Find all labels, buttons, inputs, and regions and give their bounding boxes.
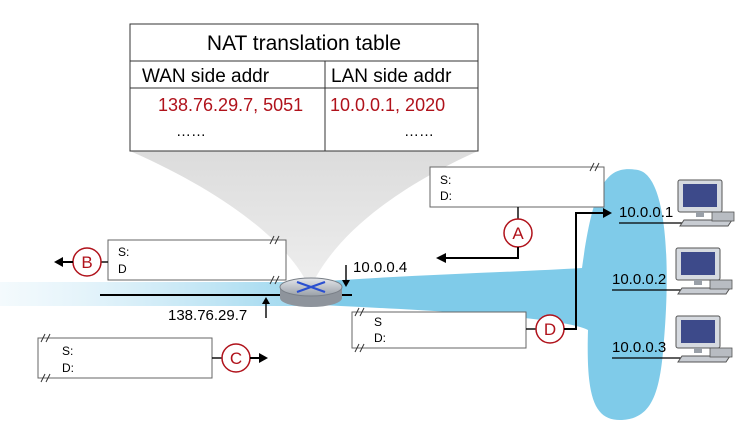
nat-row-wan-dots: ……: [176, 123, 206, 140]
nat-row-lan-dots: ……: [404, 123, 434, 140]
arrow-head-icon: [262, 297, 270, 304]
arrow-head-icon: [342, 280, 350, 287]
nat-router: [279, 277, 343, 307]
zoom-beam: [130, 151, 478, 287]
nat-col-wan-header: WAN side addr: [142, 66, 270, 87]
computer-icon: [677, 179, 735, 227]
nat-col-lan-header: LAN side addr: [331, 66, 452, 87]
datagram-b-label: B: [81, 253, 92, 272]
datagram-d-label: D: [544, 320, 556, 339]
host-1-ip: 10.0.0.1: [619, 204, 673, 221]
datagram-a-dst: D:: [440, 189, 452, 203]
router-lan-ip: 10.0.0.4: [353, 259, 407, 276]
computer-icon: [675, 315, 733, 363]
datagram-b-dst: D: [118, 262, 127, 276]
nat-translation-table: NAT translation table WAN side addr LAN …: [129, 23, 479, 152]
datagram-b-src: S:: [118, 245, 129, 259]
arrow-head-icon: [436, 253, 446, 263]
nat-row-lan-value: 10.0.0.1, 2020: [330, 95, 445, 115]
host-1: 10.0.0.1: [619, 179, 735, 227]
host-3-ip: 10.0.0.3: [612, 339, 666, 356]
datagram-d: S D: D: [351, 208, 612, 353]
host-2-ip: 10.0.0.2: [612, 271, 666, 288]
datagram-d-src: S: [374, 315, 382, 329]
datagram-d-dst: D:: [374, 331, 386, 345]
datagram-c-label: C: [230, 349, 242, 368]
arrow-head-icon: [603, 208, 612, 218]
host-3: 10.0.0.3: [612, 315, 733, 363]
datagram-c-src: S:: [62, 344, 73, 358]
datagram-c: S: D: C: [37, 333, 268, 383]
host-2: 10.0.0.2: [612, 247, 733, 295]
nat-row-wan-value: 138.76.29.7, 5051: [158, 95, 303, 115]
lan-network-cloud: [300, 169, 667, 421]
datagram-a-src: S:: [440, 173, 451, 187]
datagram-a-label: A: [512, 224, 524, 243]
arrow-head-icon: [259, 353, 268, 363]
datagram-b: S: D B: [54, 235, 287, 285]
computer-icon: [675, 247, 733, 295]
datagram-a: S: D: A: [429, 162, 605, 263]
router-arrows-icon: [296, 280, 326, 294]
arrow-head-icon: [54, 257, 63, 267]
nat-table-title: NAT translation table: [207, 32, 401, 55]
datagram-c-dst: D:: [62, 361, 74, 375]
router-wan-ip: 138.76.29.7: [168, 307, 247, 324]
